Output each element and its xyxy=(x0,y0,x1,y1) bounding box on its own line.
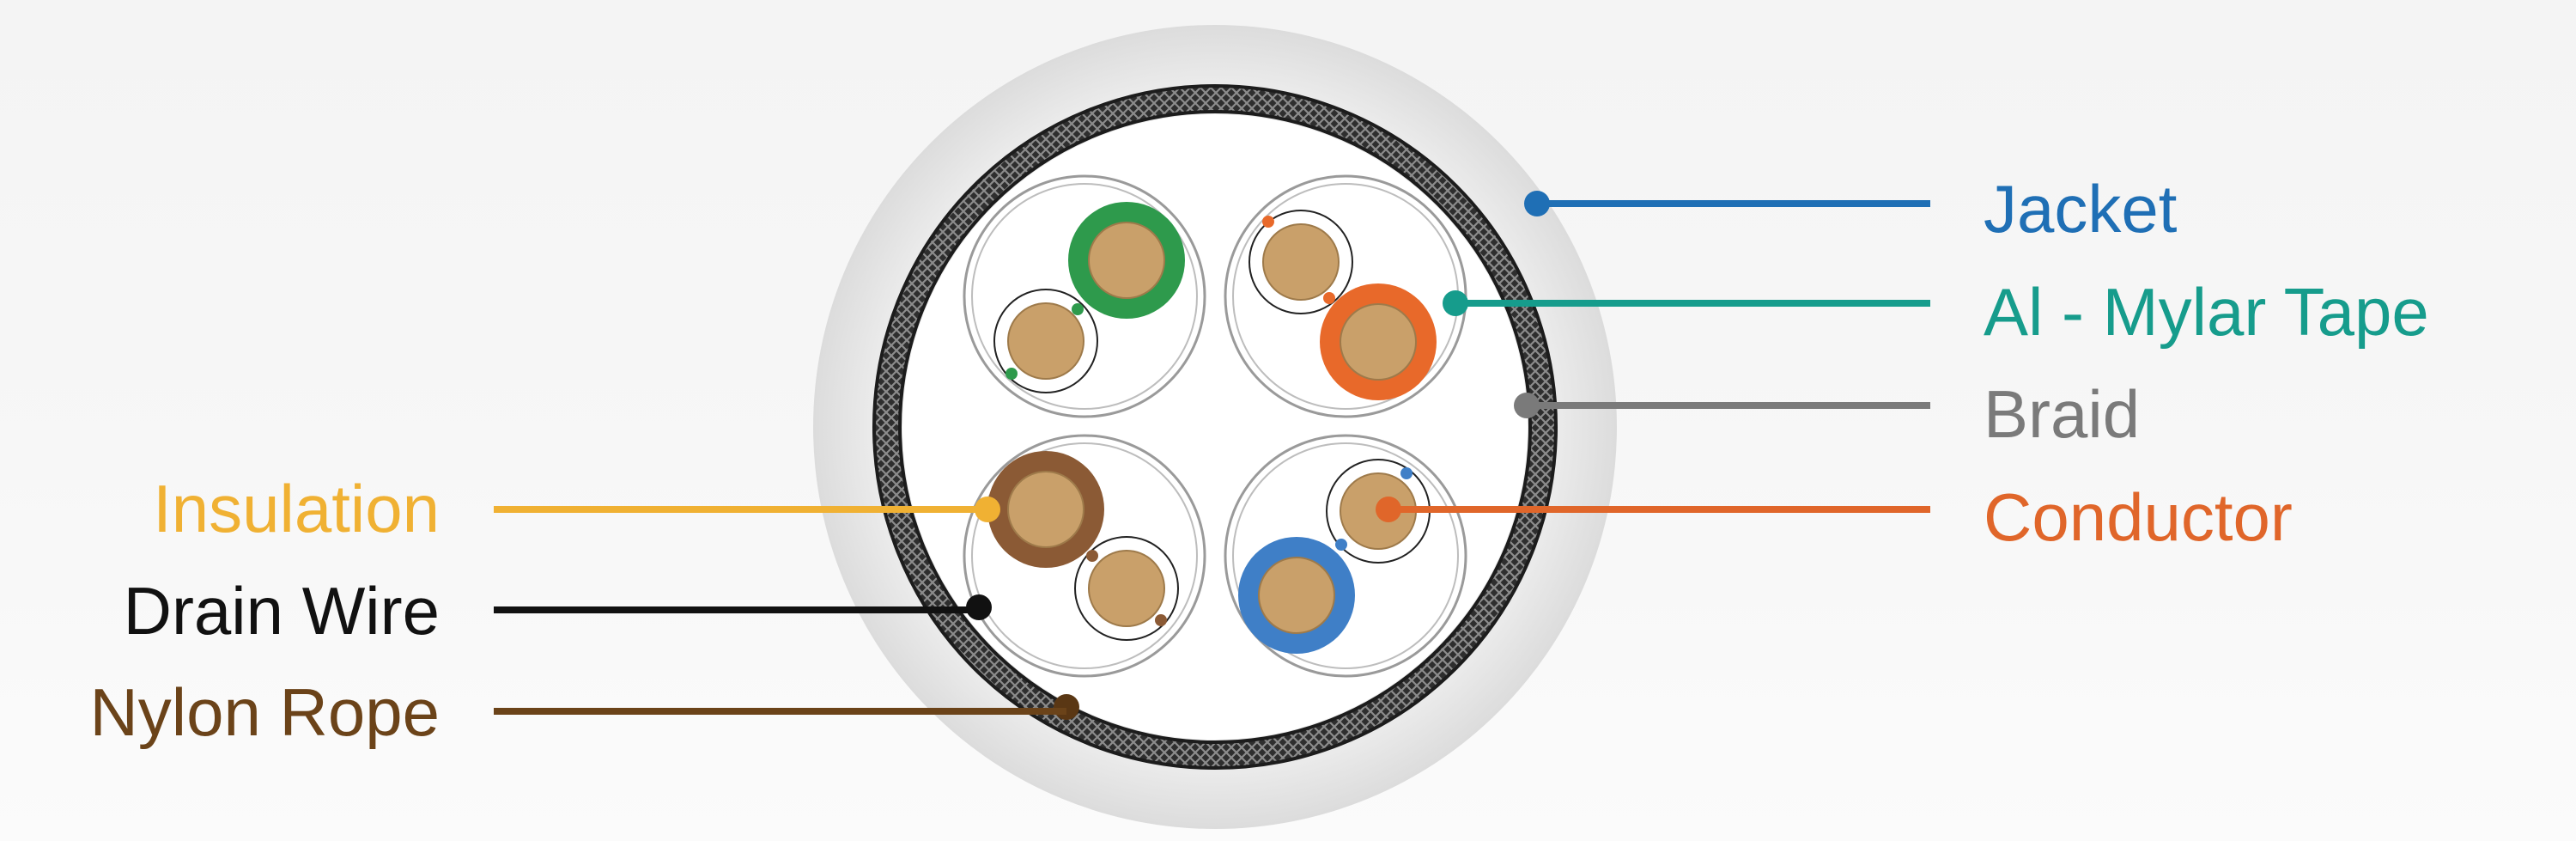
wire-conductor xyxy=(1258,557,1335,634)
pair-green xyxy=(963,174,1206,418)
stripe-dot xyxy=(1335,539,1347,551)
braid-outer-edge xyxy=(872,84,1558,770)
wire-conductor xyxy=(1340,303,1417,381)
conductor-label: Conductor xyxy=(1984,479,2293,555)
braid-layer xyxy=(875,87,1555,767)
conductor-leader-dot xyxy=(1376,497,1401,522)
wire-conductor xyxy=(1088,550,1165,627)
jacket-label: Jacket xyxy=(1984,171,2178,247)
stripe-dot xyxy=(1262,216,1274,228)
braid-inner-edge xyxy=(898,110,1532,744)
braid-label: Braid xyxy=(1984,376,2141,452)
stripe-dot xyxy=(1155,614,1167,626)
braid-leader-dot xyxy=(1514,393,1540,418)
wire-conductor xyxy=(1088,222,1165,299)
insulation-leader-dot xyxy=(975,497,1000,522)
stripe-dot xyxy=(1400,467,1413,479)
nylon-rope-label: Nylon Rope xyxy=(89,674,440,750)
jacket-leader-dot xyxy=(1524,191,1550,216)
stripe-dot xyxy=(1005,368,1018,380)
mylar-tape-label: Al - Mylar Tape xyxy=(1984,274,2429,350)
pair-brown xyxy=(963,434,1206,678)
stripe-dot xyxy=(1323,292,1335,304)
pair-blue xyxy=(1224,434,1467,678)
mylar-leader-dot xyxy=(1443,290,1468,316)
wire-conductor xyxy=(1007,302,1084,380)
drain-wire-label: Drain Wire xyxy=(123,573,440,649)
pair-shield-inner xyxy=(971,183,1198,410)
wire-conductor xyxy=(1007,471,1084,548)
pair-shield-inner xyxy=(1232,442,1459,669)
nylon-rope xyxy=(1054,694,1079,720)
wire-conductor xyxy=(1262,223,1340,301)
pair-orange xyxy=(1224,174,1467,418)
stripe-dot xyxy=(1072,303,1084,315)
stripe-dot xyxy=(1086,550,1098,562)
insulation-label: Insulation xyxy=(153,471,440,546)
cable-core xyxy=(902,114,1528,740)
pair-shield-inner xyxy=(971,442,1198,669)
